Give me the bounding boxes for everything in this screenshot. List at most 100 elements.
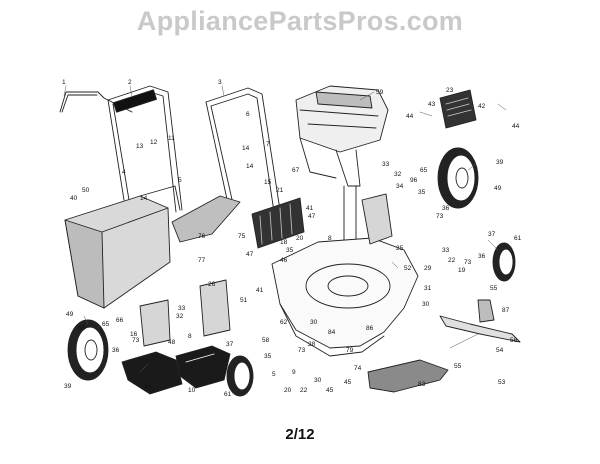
callout-20: 20 — [296, 235, 304, 242]
callout-84: 84 — [328, 329, 336, 336]
callout-56: 56 — [510, 337, 518, 344]
callout-8: 8 — [188, 333, 192, 340]
callout-55: 55 — [454, 363, 462, 370]
mulch-plug-part — [367, 359, 449, 393]
engine-part — [295, 85, 389, 251]
callout-86: 86 — [366, 325, 374, 332]
callout-61: 61 — [514, 235, 522, 242]
height-adjuster-bracket-right — [361, 193, 393, 245]
callout-54: 54 — [496, 347, 504, 354]
callout-51: 51 — [240, 297, 248, 304]
callout-33: 33 — [442, 247, 450, 254]
lower-handle-part — [205, 87, 281, 213]
callout-41: 41 — [306, 205, 314, 212]
air-filter-part — [439, 89, 477, 129]
callout-16: 16 — [130, 331, 138, 338]
callout-46: 46 — [280, 257, 288, 264]
callout-65: 65 — [102, 321, 110, 328]
callout-36: 36 — [478, 253, 486, 260]
callout-79: 79 — [346, 347, 354, 354]
callout-39: 39 — [64, 383, 72, 390]
callout-73: 73 — [298, 347, 306, 354]
callout-13: 13 — [136, 143, 144, 150]
callout-19: 19 — [458, 267, 466, 274]
callout-21: 21 — [276, 187, 284, 194]
callout-73: 73 — [132, 337, 140, 344]
rear-wheel-upper-right — [437, 147, 479, 209]
callout-4: 4 — [122, 169, 126, 176]
callout-15: 15 — [264, 179, 272, 186]
callout-47: 47 — [246, 251, 254, 258]
grass-bag-part — [64, 185, 181, 309]
callout-30: 30 — [314, 377, 322, 384]
callout-50: 50 — [82, 187, 90, 194]
rear-wheel-lower-left — [67, 319, 109, 381]
callout-62: 62 — [280, 319, 288, 326]
callout-65: 65 — [78, 325, 86, 332]
callout-9: 9 — [292, 369, 296, 376]
callout-7: 7 — [266, 141, 270, 148]
callout-31: 31 — [424, 285, 432, 292]
upper-handle-part — [107, 85, 183, 213]
callout-11: 11 — [168, 135, 175, 142]
rear-guard-part — [171, 195, 241, 243]
callout-45: 45 — [326, 387, 334, 394]
callout-31: 31 — [144, 383, 152, 390]
callout-55: 55 — [490, 285, 498, 292]
height-adjuster-bracket-left — [199, 279, 231, 337]
callout-53: 53 — [498, 379, 506, 386]
grill-part — [251, 197, 305, 249]
callout-73: 73 — [464, 259, 472, 266]
callout-41: 41 — [256, 287, 264, 294]
callout-23: 23 — [446, 87, 454, 94]
callout-labels: 1 2 3 59 23 42 43 44 44 11 12 13 5 6 7 4… — [62, 79, 522, 398]
callout-33: 33 — [178, 305, 186, 312]
callout-14: 14 — [246, 163, 254, 170]
callout-34: 34 — [396, 183, 404, 190]
callout-44: 44 — [406, 113, 414, 120]
callout-14: 14 — [242, 145, 250, 152]
callout-32: 32 — [176, 313, 184, 320]
callout-29: 29 — [424, 265, 432, 272]
callout-87: 87 — [502, 307, 510, 314]
callout-58: 58 — [262, 337, 270, 344]
callout-43: 43 — [428, 101, 436, 108]
callout-44: 44 — [512, 123, 520, 130]
callout-49: 49 — [494, 185, 502, 192]
callout-10: 10 — [188, 387, 196, 394]
callout-42: 42 — [478, 103, 486, 110]
callout-48: 48 — [168, 339, 176, 346]
callout-59: 59 — [376, 89, 384, 96]
height-adjuster-bracket-lower — [139, 299, 171, 347]
blade-part — [439, 299, 521, 343]
callout-83: 83 — [418, 381, 426, 388]
discharge-chute-part — [121, 345, 231, 395]
callout-33: 33 — [382, 161, 390, 168]
callout-73: 73 — [436, 213, 444, 220]
callout-74: 74 — [354, 365, 362, 372]
callout-77: 77 — [198, 257, 206, 264]
callout-2: 2 — [128, 79, 132, 86]
callout-35: 35 — [264, 353, 272, 360]
callout-30: 30 — [310, 319, 318, 326]
callout-6: 6 — [246, 111, 250, 118]
callout-26: 26 — [208, 281, 216, 288]
callout-36: 36 — [442, 205, 450, 212]
callout-25: 25 — [396, 245, 404, 252]
callout-32: 32 — [394, 171, 402, 178]
callout-22: 22 — [448, 257, 456, 264]
callout-12: 12 — [150, 139, 158, 146]
callout-37: 37 — [488, 231, 496, 238]
callout-37: 37 — [226, 341, 234, 348]
mower-deck-part — [271, 237, 419, 357]
page-number: 2/12 — [285, 426, 315, 443]
callout-47: 47 — [308, 213, 316, 220]
callout-5: 5 — [178, 177, 182, 184]
callout-35: 35 — [286, 247, 294, 254]
callout-52: 52 — [404, 265, 412, 272]
callout-28: 28 — [308, 341, 316, 348]
callout-67: 67 — [292, 167, 300, 174]
callout-5: 5 — [272, 371, 276, 378]
callout-14: 14 — [140, 195, 148, 202]
